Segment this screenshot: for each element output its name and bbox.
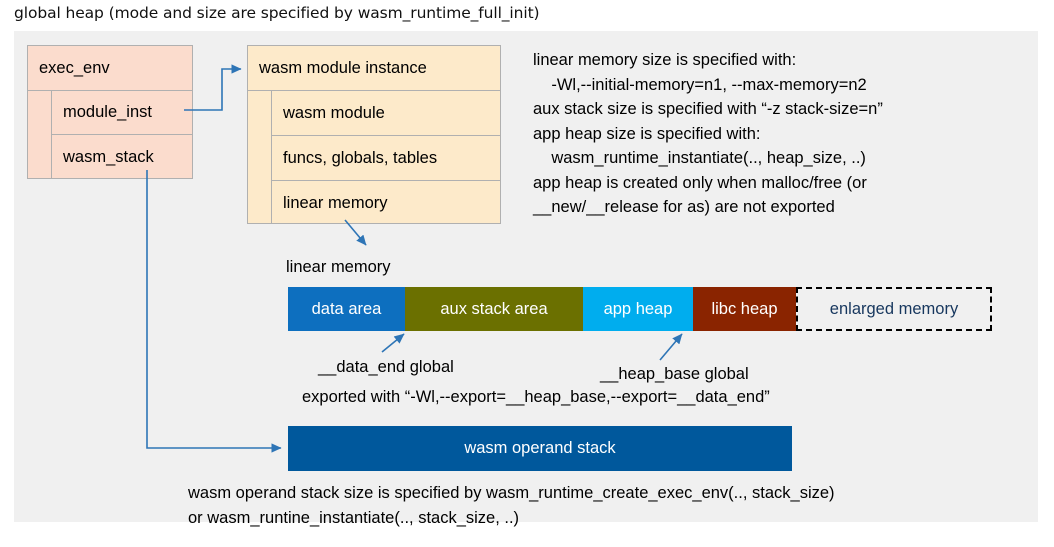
wasm-module-instance-box: wasm module instance wasm module funcs, … (247, 45, 501, 224)
annotation-exported-with: exported with “-Wl,--export=__heap_base,… (302, 388, 770, 406)
operand-stack-note: wasm operand stack size is specified by … (188, 484, 835, 527)
memory-segment-libc-heap: libc heap (693, 287, 796, 331)
module-instance-field-linear-memory: linear memory (283, 194, 388, 212)
module-instance-header: wasm module instance (248, 46, 500, 91)
memory-segment-aux-stack-area: aux stack area (405, 287, 583, 331)
exec-env-gutter (28, 91, 52, 178)
exec-env-box: exec_env module_inst wasm_stack (27, 45, 193, 179)
annotation-data-end: __data_end global (318, 358, 454, 376)
exec-env-field-module-inst: module_inst (52, 91, 192, 135)
exec-env-header: exec_env (28, 46, 192, 91)
annotation-heap-base: __heap_base global (600, 365, 749, 383)
module-instance-gutter (248, 91, 272, 223)
memory-segment-data-area: data area (288, 287, 405, 331)
configuration-description: linear memory size is specified with: -W… (533, 51, 883, 216)
page-title: global heap (mode and size are specified… (14, 4, 540, 22)
linear-memory-caption: linear memory (286, 258, 391, 276)
memory-segment-enlarged-memory: enlarged memory (796, 287, 992, 331)
exec-env-field-wasm-stack: wasm_stack (63, 147, 154, 166)
linear-memory-bar: data area aux stack area app heap libc h… (288, 287, 992, 331)
module-instance-field-funcs-globals-tables: funcs, globals, tables (272, 136, 500, 181)
memory-segment-app-heap: app heap (583, 287, 693, 331)
module-instance-field-wasm-module: wasm module (272, 91, 500, 136)
wasm-operand-stack-box: wasm operand stack (288, 426, 792, 471)
